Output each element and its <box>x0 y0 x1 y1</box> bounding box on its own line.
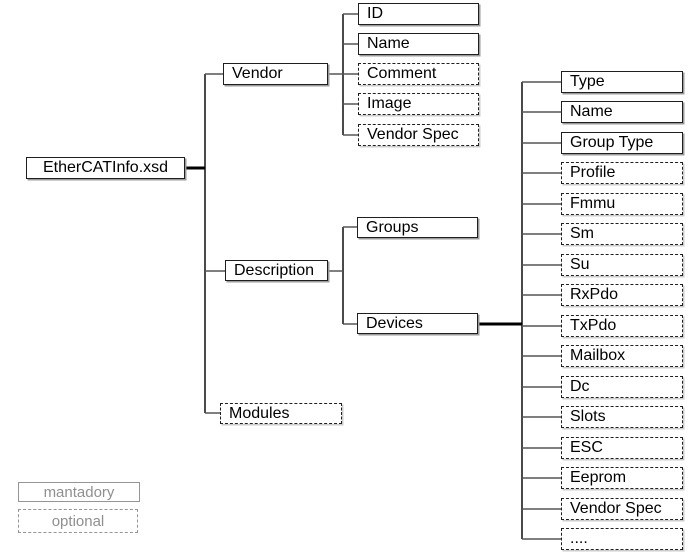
node-sm: Sm <box>561 223 683 245</box>
node-name: Name <box>358 33 479 55</box>
node-ellipsis: .... <box>561 528 683 550</box>
node-image: Image <box>358 93 479 115</box>
node-vendor: Vendor <box>223 63 328 85</box>
node-modules: Modules <box>220 403 342 424</box>
node-description: Description <box>225 260 328 281</box>
node-mailbox: Mailbox <box>561 345 683 367</box>
node-vendor-spec2: Vendor Spec <box>561 498 683 520</box>
legend-optional-box: optional <box>18 509 138 533</box>
node-slots: Slots <box>561 406 683 428</box>
node-profile: Profile <box>561 162 683 184</box>
node-id: ID <box>358 3 479 25</box>
node-rxpdo: RxPdo <box>561 284 683 306</box>
node-dc: Dc <box>561 376 683 398</box>
node-ethercatinfo-xsd: EtherCATInfo.xsd <box>26 157 185 179</box>
node-vendor-spec: Vendor Spec <box>358 124 479 146</box>
node-devices: Devices <box>357 313 478 334</box>
node-su: Su <box>561 254 683 276</box>
node-fmmu: Fmmu <box>561 193 683 215</box>
node-comment: Comment <box>358 63 479 85</box>
node-group-type: Group Type <box>561 132 683 154</box>
node-name2: Name <box>561 101 683 123</box>
node-type: Type <box>561 71 683 93</box>
node-eeprom: Eeprom <box>561 467 683 489</box>
legend-mandatory-box: mantadory <box>18 482 140 502</box>
node-groups: Groups <box>357 217 478 238</box>
node-esc: ESC <box>561 437 683 459</box>
node-txpdo: TxPdo <box>561 315 683 337</box>
